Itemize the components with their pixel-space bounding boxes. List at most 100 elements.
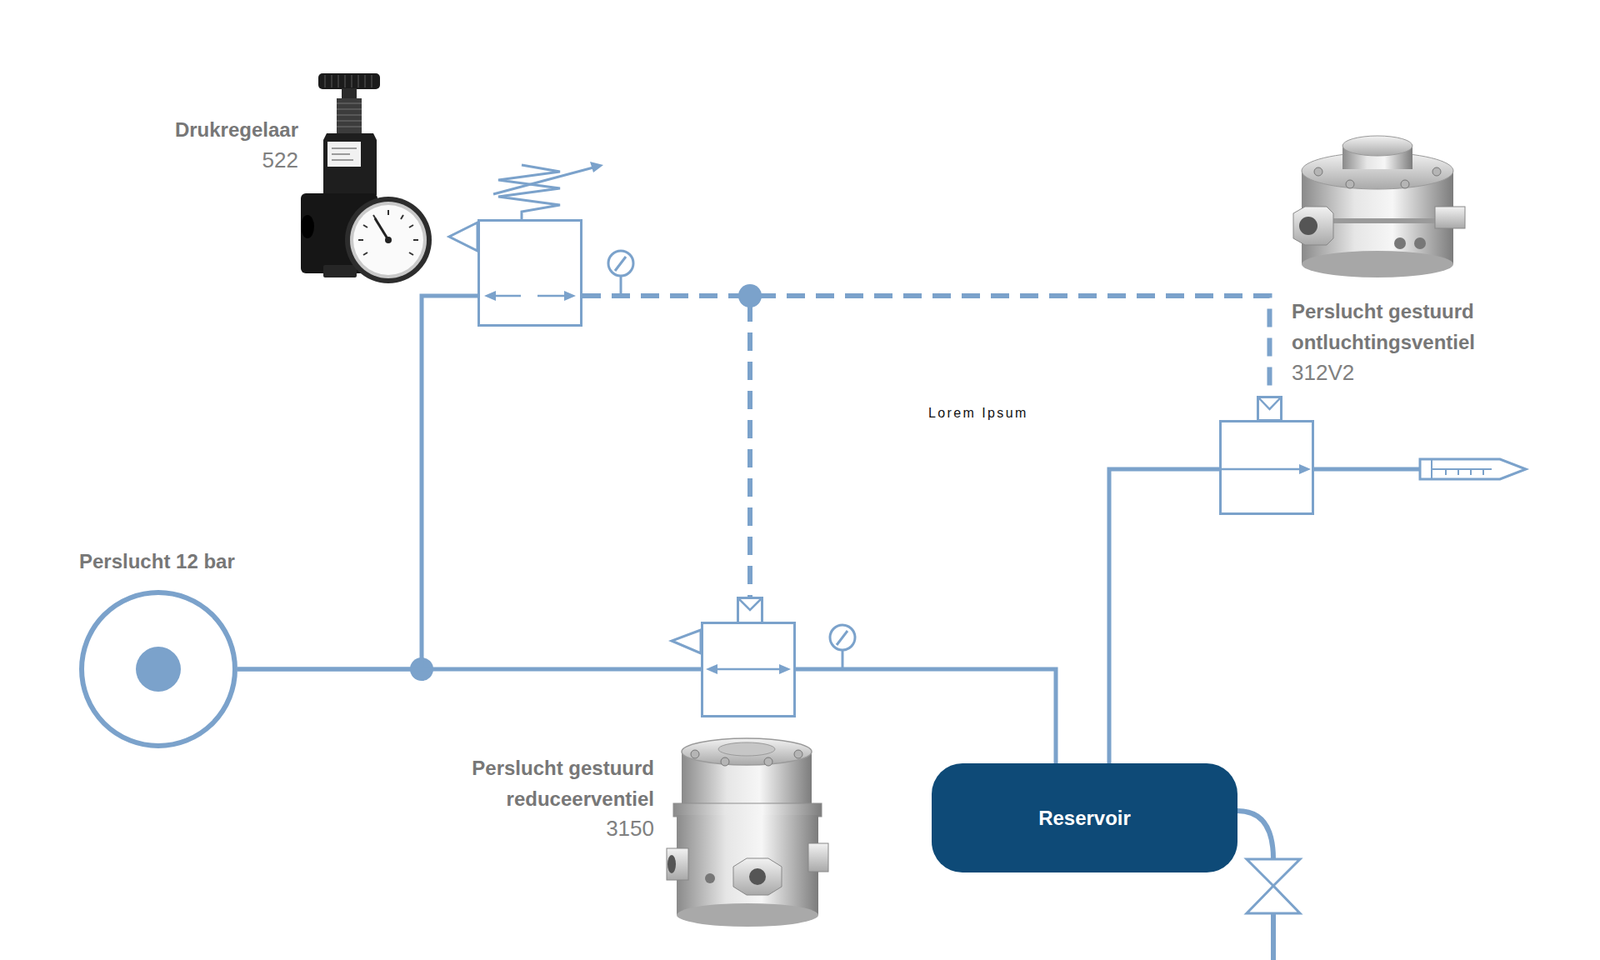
spring-arrow-head bbox=[590, 161, 604, 173]
center-fitting bbox=[733, 858, 782, 895]
air-line bbox=[237, 667, 701, 672]
port bbox=[300, 215, 315, 239]
junction-dot bbox=[410, 657, 434, 681]
bolt bbox=[764, 757, 773, 766]
flow-head bbox=[564, 290, 576, 301]
drain-outlet bbox=[1270, 913, 1276, 960]
gauge-bezel bbox=[350, 201, 427, 279]
node-outline bbox=[1219, 395, 1315, 515]
bolt bbox=[794, 750, 803, 759]
port-hole bbox=[667, 855, 676, 874]
pressure-gauge bbox=[608, 250, 634, 276]
reservoir-tank: Reservoir bbox=[931, 763, 1238, 873]
drain-pipe bbox=[1237, 810, 1274, 860]
stem-thread bbox=[336, 103, 362, 127]
gauge-needle bbox=[375, 218, 389, 240]
gauge-hub bbox=[385, 236, 392, 244]
flow-head bbox=[484, 290, 496, 301]
knob-neck bbox=[341, 88, 357, 100]
node-outline bbox=[79, 590, 238, 749]
gauge-stem bbox=[841, 650, 845, 670]
vent-valve-photo bbox=[1293, 135, 1465, 278]
reducer-photo bbox=[666, 738, 829, 927]
drain-valve-bottom bbox=[1246, 885, 1300, 914]
exhaust-line bbox=[1314, 467, 1420, 472]
valve-box bbox=[1220, 421, 1314, 515]
knob bbox=[318, 73, 380, 90]
regulator-spring bbox=[498, 165, 560, 220]
source-dot bbox=[135, 646, 181, 692]
reducer-adjust-triangle bbox=[671, 630, 701, 654]
node-outline bbox=[700, 596, 796, 718]
silencer bbox=[1420, 459, 1526, 480]
node-number: 3150 bbox=[487, 814, 655, 843]
pilot-line bbox=[582, 295, 1270, 396]
outlet-fitting bbox=[1435, 206, 1465, 229]
tank-body bbox=[931, 763, 1238, 873]
regulator-photo bbox=[300, 73, 432, 284]
air-line bbox=[1109, 469, 1220, 764]
bonnet bbox=[323, 133, 377, 195]
node-heading: Drukregelaar bbox=[90, 114, 299, 145]
pilot-box bbox=[738, 598, 763, 624]
small-port bbox=[1394, 237, 1406, 250]
flow-head bbox=[779, 664, 791, 675]
pressure-regulator-symbol: Drukregelaar522 bbox=[477, 219, 583, 327]
inlet-fitting bbox=[1293, 206, 1334, 245]
node-number: 522 bbox=[173, 145, 299, 175]
gauge-needle bbox=[615, 256, 626, 271]
drain-valve-top bbox=[1246, 859, 1300, 886]
flow-line bbox=[492, 295, 568, 298]
flow-head bbox=[1299, 464, 1311, 475]
knob-ridges bbox=[325, 75, 372, 88]
pilot-mark bbox=[739, 599, 761, 610]
schematic-symbols bbox=[449, 161, 1526, 960]
node-outline bbox=[477, 219, 583, 327]
bolt bbox=[1345, 180, 1355, 189]
junction-dot bbox=[738, 284, 762, 308]
flow-head bbox=[705, 664, 718, 675]
pilot-mark bbox=[1259, 398, 1280, 410]
flow-line bbox=[714, 668, 783, 671]
fitting-hole bbox=[749, 868, 766, 885]
bolt bbox=[690, 750, 700, 759]
valve-box bbox=[702, 623, 795, 717]
pilot-box bbox=[1258, 397, 1282, 421]
small-port bbox=[1414, 237, 1426, 250]
node-heading: Perslucht gestuurd ontluchtingsventiel bbox=[1291, 295, 1542, 358]
bolt bbox=[1400, 180, 1410, 189]
gauge-ticks bbox=[358, 210, 419, 255]
gauge-needle bbox=[836, 630, 848, 645]
source-ring bbox=[81, 592, 235, 746]
air-line bbox=[795, 669, 1056, 764]
node-heading: Perslucht 12 bar bbox=[79, 545, 355, 577]
pressure-gauge bbox=[830, 625, 855, 650]
node-number: 312V2 bbox=[1291, 358, 1459, 387]
bolt bbox=[1314, 167, 1323, 176]
air-line bbox=[237, 295, 478, 670]
valve-box bbox=[479, 220, 582, 326]
sticker bbox=[327, 141, 361, 167]
side-port bbox=[808, 843, 829, 872]
spring-adjust-arrow bbox=[493, 167, 594, 195]
lid-cap bbox=[718, 742, 775, 756]
stem bbox=[336, 98, 362, 134]
node-heading: Perslucht gestuurd reduceerventiel bbox=[412, 752, 655, 815]
pilot-line bbox=[582, 295, 750, 597]
silencer-ticks bbox=[1431, 459, 1492, 480]
node-label: Reservoir bbox=[931, 763, 1238, 873]
housing-base bbox=[676, 903, 819, 927]
regulator-adjust-triangle bbox=[449, 222, 478, 251]
inlet-hole bbox=[1299, 216, 1318, 235]
note-text: Lorem Ipsum bbox=[928, 403, 1145, 424]
side-port bbox=[666, 848, 689, 880]
bolt bbox=[1432, 167, 1441, 176]
lower-housing bbox=[676, 815, 819, 915]
housing-base bbox=[1301, 250, 1454, 278]
flange bbox=[673, 803, 822, 817]
vent-valve-symbol: Perslucht gestuurd ontluchtingsventiel31… bbox=[1219, 395, 1315, 515]
small-port bbox=[705, 873, 715, 884]
cap-top bbox=[1342, 135, 1413, 156]
